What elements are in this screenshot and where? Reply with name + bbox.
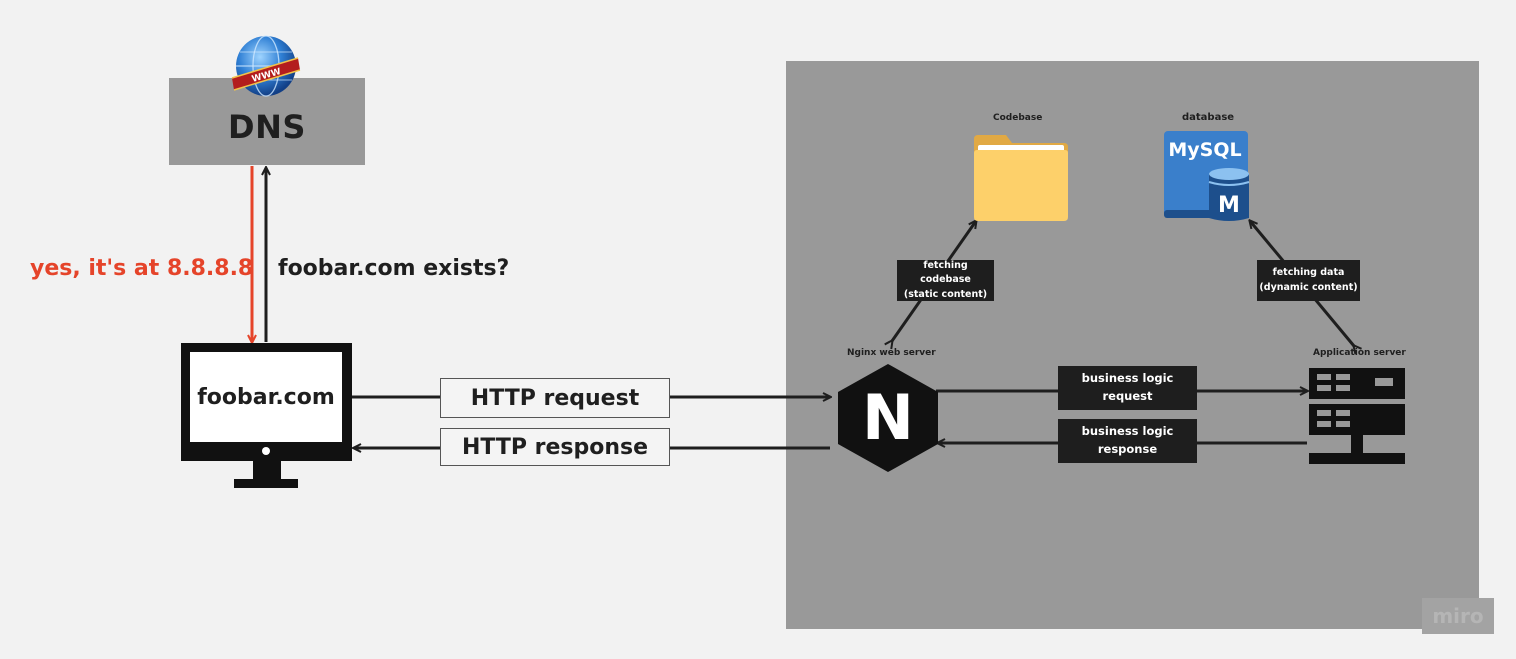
fetch-data-line1: fetching data (1272, 267, 1345, 279)
monitor-neck (253, 461, 281, 479)
biz-request-label: business logic request (1058, 366, 1197, 410)
biz-response-label: business logic response (1058, 419, 1197, 463)
dns-answer-label: yes, it's at 8.8.8.8 (30, 256, 254, 281)
monitor-screen: foobar.com (190, 352, 342, 442)
fetch-data-label: fetching data (dynamic content) (1257, 260, 1360, 301)
codebase-caption: Codebase (993, 113, 1043, 123)
folder-icon (974, 135, 1068, 221)
monitor-base (234, 479, 298, 488)
fetch-data-line2: (dynamic content) (1259, 281, 1358, 293)
globe-icon: WWW (231, 35, 301, 97)
http-request-box: HTTP request (440, 378, 670, 418)
biz-response-line2: response (1097, 442, 1158, 456)
database-caption: database (1182, 112, 1235, 123)
client-label: foobar.com (197, 384, 335, 410)
dns-label: DNS (228, 107, 306, 146)
mysql-logo-text: MySQL (1168, 139, 1241, 161)
http-request-label: HTTP request (470, 385, 640, 411)
nginx-icon: N (838, 364, 938, 472)
fetch-codebase-label: fetching codebase (static content) (897, 260, 994, 301)
mysql-badge: M (1218, 193, 1240, 218)
nginx-letter: N (862, 381, 914, 454)
dns-query-label: foobar.com exists? (278, 256, 510, 281)
miro-watermark: miro (1422, 598, 1494, 634)
nginx-caption: Nginx web server (847, 348, 936, 358)
mysql-icon: MySQL M (1164, 131, 1250, 221)
fetch-codebase-line1: fetching codebase (920, 260, 971, 286)
server-rack-icon (1309, 368, 1405, 464)
http-response-label: HTTP response (461, 434, 649, 460)
fetch-codebase-line2: (static content) (903, 288, 988, 300)
biz-request-line1: business logic (1081, 371, 1174, 386)
biz-request-line2: request (1102, 389, 1153, 403)
app-server-caption: Application server (1313, 348, 1406, 358)
http-response-box: HTTP response (440, 428, 670, 466)
power-led (262, 447, 270, 455)
biz-response-line1: business logic (1081, 424, 1174, 439)
